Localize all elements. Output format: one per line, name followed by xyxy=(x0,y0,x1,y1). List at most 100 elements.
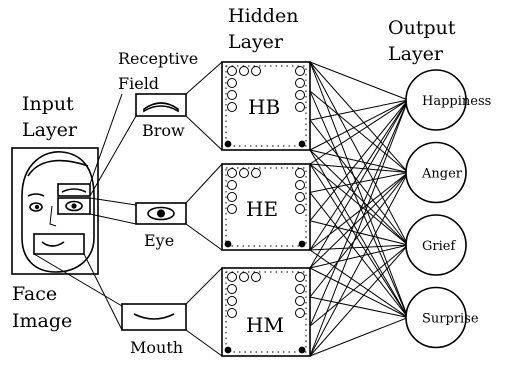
hidden-block-hb-dots xyxy=(225,65,307,147)
hidden-layer-title: Hidden Layer xyxy=(228,5,298,53)
connection-line xyxy=(309,99,409,269)
eye-projection-bottom xyxy=(89,213,137,225)
mouth-projection-right xyxy=(83,253,123,331)
eye-field-rect xyxy=(135,202,187,225)
connection-line xyxy=(309,149,409,173)
hidden-block-he-units xyxy=(227,168,305,214)
output-node-surprise xyxy=(405,286,467,349)
face-left-brow xyxy=(27,193,45,197)
connection-line xyxy=(309,61,409,101)
hidden-to-output-connections xyxy=(309,61,409,357)
connection-line xyxy=(309,244,409,269)
mouth-field-box xyxy=(121,303,187,331)
face-hair xyxy=(27,159,89,177)
connection-line xyxy=(309,119,409,246)
hidden-block-hb-units xyxy=(227,66,305,112)
brow-projection-top xyxy=(89,93,123,185)
face-image-frame xyxy=(11,147,99,275)
hidden-block-he-dots xyxy=(225,167,307,247)
connection-line xyxy=(309,172,409,251)
connection-line xyxy=(309,61,409,246)
input-title-line1: Input xyxy=(22,93,74,115)
face-left-eye xyxy=(29,202,43,212)
face-to-field-connections xyxy=(33,93,137,331)
hidden-block-hm-units xyxy=(227,272,305,318)
face-nose xyxy=(49,205,57,227)
output-layer-title: Output Layer xyxy=(388,17,456,65)
connection-line xyxy=(309,192,409,318)
hidden-block-hb-frame xyxy=(221,61,311,151)
brow-field-rect xyxy=(135,93,187,117)
hidden-title-line2: Layer xyxy=(228,31,284,53)
face-image xyxy=(11,147,99,275)
connection-line xyxy=(309,61,409,318)
input-layer-title: Input Layer xyxy=(22,93,78,141)
brow-icon xyxy=(143,102,179,113)
hidden-block-hb: HB xyxy=(221,61,311,151)
connection-line xyxy=(309,172,409,357)
output-title-line2: Layer xyxy=(388,43,444,65)
connection-line xyxy=(309,99,409,357)
output-node-happiness xyxy=(405,69,467,131)
output-node-label-happiness: Happiness xyxy=(422,94,491,109)
eye-projection-top xyxy=(89,197,137,206)
connection-line xyxy=(309,90,409,318)
hidden-block-hm-frame xyxy=(221,267,311,357)
hidden-unit-label-hb: HB xyxy=(248,95,280,119)
receptive-title-line2: Field xyxy=(118,74,159,93)
mouth-label: Mouth xyxy=(130,338,183,357)
hidden-block-he-frame xyxy=(221,163,311,251)
input-title-line2: Layer xyxy=(22,119,78,141)
output-node-label-surprise: Surprise xyxy=(422,312,479,327)
face-eye-field-pupil xyxy=(71,203,77,209)
mouth-field-rect xyxy=(121,303,187,331)
eye-label: Eye xyxy=(144,231,174,250)
eye-field-box xyxy=(135,202,187,225)
output-node-label-anger: Anger xyxy=(421,167,463,182)
connection-line xyxy=(309,244,409,357)
connection-line xyxy=(309,249,409,318)
face-outline xyxy=(21,151,95,273)
hidden-title-line1: Hidden xyxy=(228,5,298,27)
mouth-projection-left xyxy=(33,253,123,307)
hidden-unit-label-he: HE xyxy=(246,197,278,221)
output-title-line1: Output xyxy=(388,17,456,39)
output-node-anger xyxy=(405,141,467,204)
hidden-block-he-active-unit xyxy=(224,240,232,248)
hidden-unit-label-hm: HM xyxy=(246,313,284,337)
output-node-label-grief: Grief xyxy=(422,239,456,254)
mouth-icon xyxy=(133,313,175,320)
connection-line xyxy=(309,267,409,318)
hidden-block-hm-dots xyxy=(225,271,307,353)
receptive-field-title: Receptive Field xyxy=(118,49,198,93)
hidden-block-he: HE xyxy=(221,163,311,251)
connection-line xyxy=(309,296,409,318)
face-mouth-field xyxy=(33,233,85,255)
face-brow-field-brow xyxy=(61,188,87,193)
brow-label: Brow xyxy=(142,121,185,140)
connection-line xyxy=(309,149,409,246)
connection-line xyxy=(309,149,409,318)
connection-line xyxy=(309,172,409,269)
connection-line xyxy=(309,61,409,173)
face-left-pupil xyxy=(34,204,40,210)
receptive-title-line1: Receptive xyxy=(118,49,198,68)
eye-icon xyxy=(147,206,175,221)
connection-line xyxy=(309,317,409,357)
face-eye-field xyxy=(57,197,91,215)
face-label-line1: Face xyxy=(12,283,57,305)
connection-line xyxy=(309,99,409,327)
eye-pupil-icon xyxy=(157,209,165,218)
connection-line xyxy=(309,99,409,121)
hidden-block-hb-active-unit xyxy=(298,140,306,148)
hidden-block-hm-active-unit xyxy=(298,346,306,354)
brow-projection-bottom xyxy=(89,115,137,197)
connection-line xyxy=(309,244,409,251)
brow-field-box xyxy=(135,93,187,117)
hidden-block-hm-active-unit xyxy=(224,346,232,354)
field-to-hidden-connections xyxy=(185,61,223,357)
face-label-line2: Image xyxy=(12,310,72,332)
connection-line xyxy=(309,99,409,222)
